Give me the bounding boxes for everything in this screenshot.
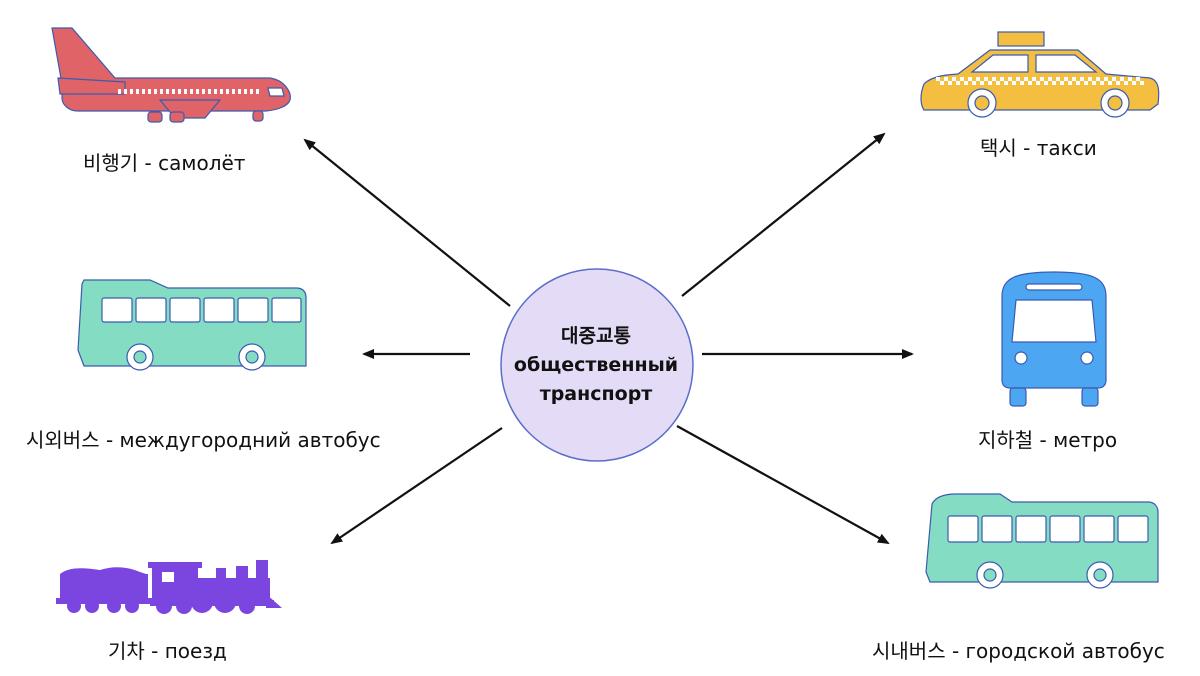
city-bus-label: 시내버스 - городской автобус: [872, 639, 1165, 663]
airplane-label: 비행기 - самолёт: [83, 151, 246, 175]
center-label-russian-line1: общественный: [513, 354, 679, 376]
airplane-windows: [118, 89, 259, 94]
airplane-icon: [51, 27, 291, 123]
arrow-to-taxi: [681, 132, 886, 297]
city-bus-icon: [925, 493, 1159, 589]
train-label: 기차 - поезд: [108, 639, 227, 663]
center-label-russian-line2: транспорт: [539, 383, 653, 405]
taxi-icon: [920, 31, 1160, 118]
intercity-bus-icon: [77, 279, 307, 371]
center-label: 대중교통 общественный транспорт: [496, 322, 696, 409]
center-circle: [500, 268, 694, 462]
taxi-label: 택시 - такси: [980, 136, 1097, 160]
arrow-to-airplane: [303, 138, 511, 307]
metro-label: 지하철 - метро: [978, 428, 1118, 452]
arrows: [303, 132, 914, 545]
metro-icon: [1001, 271, 1107, 407]
arrow-to-train: [330, 427, 503, 545]
taxi-checker-stripe: [936, 77, 1144, 85]
train-icon: [56, 560, 282, 614]
arrow-to-city-bus: [676, 425, 890, 544]
intercity-bus-label: 시외버스 - междугородний автобус: [26, 428, 381, 452]
center-label-korean: 대중교통: [561, 325, 631, 347]
